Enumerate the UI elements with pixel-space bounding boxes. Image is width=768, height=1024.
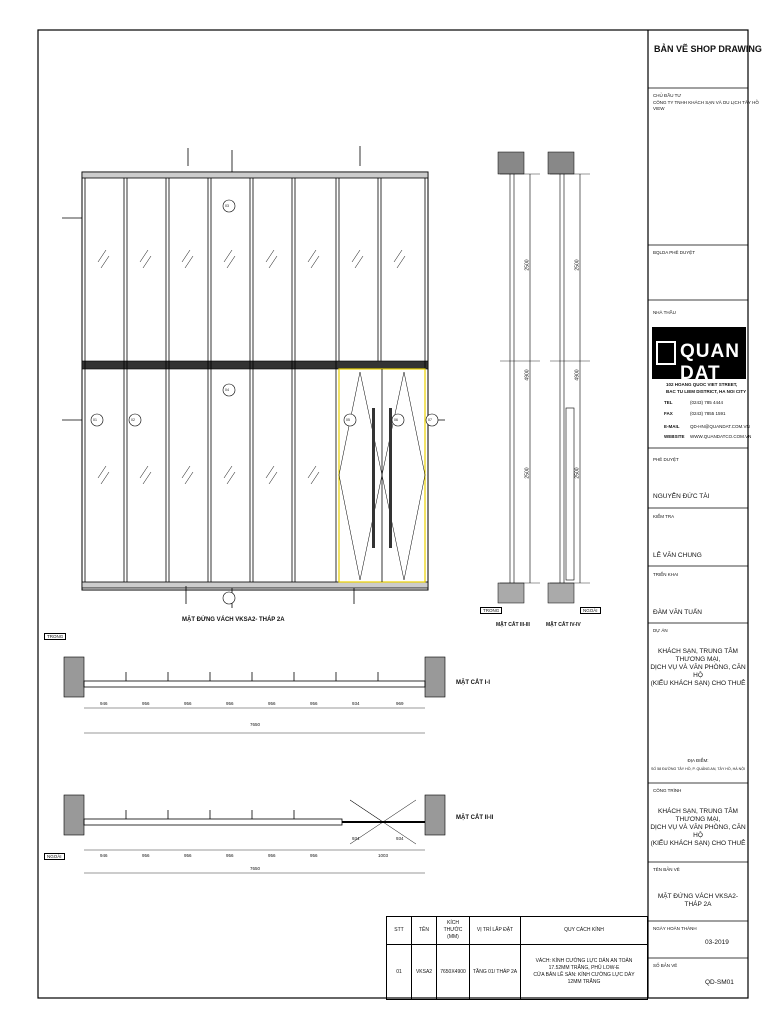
dim-label: 934: [352, 701, 360, 706]
contact-value: WWW.QUANDATCO.COM.VN: [690, 434, 752, 439]
date-label: NGÀY HOÀN THÀNH: [653, 926, 697, 931]
logo-mark-icon: [656, 341, 676, 365]
table-cell-spec: VÁCH: KÍNH CƯỜNG LỰC DÁN AN TOÀN 17.52MM…: [520, 944, 648, 1000]
dim-label: 4900: [574, 369, 581, 381]
works-name: KHÁCH SẠN, TRUNG TÂM THƯƠNG MẠI, DỊCH VỤ…: [650, 808, 746, 847]
contact-value: (0243) 7855 1591: [690, 411, 726, 416]
investor-label: CHỦ ĐẦU TƯ: [653, 93, 682, 98]
section-4-title: MẶT CẮT IV-IV: [546, 622, 581, 628]
number-value: QD-SM01: [705, 979, 734, 986]
dim-label: 956: [226, 853, 234, 858]
approval-label: BQLDA PHÊ DUYỆT: [653, 250, 696, 255]
marker-label: 04: [225, 388, 229, 392]
sheet-name-label: TÊN BẢN VẼ: [653, 867, 680, 872]
contact-value: (0243) 785 4444: [690, 400, 724, 405]
marker-label: 02: [131, 418, 135, 422]
glass-schedule-table: STT TÊN KÍCH THƯỚC (MM) VỊ TRÍ LẮP ĐẶT Q…: [386, 916, 648, 1000]
project-name: KHÁCH SẠN, TRUNG TÂM THƯƠNG MẠI, DỊCH VỤ…: [650, 648, 746, 687]
dim-label: 956: [268, 701, 276, 706]
table-header: KÍCH THƯỚC (MM): [436, 916, 470, 945]
section-views: [497, 151, 590, 604]
plan-section-1: [63, 656, 446, 734]
dim-total: 7650: [250, 866, 261, 871]
marker-label: 03: [225, 204, 229, 208]
marker-label: 01: [93, 418, 97, 422]
contact-key: E-MAIL: [664, 424, 680, 429]
contractor-label: NHÀ THẦU: [653, 310, 676, 315]
contractor-logo: QUAN DAT: [652, 327, 746, 384]
table-cell: 7650X4900: [436, 944, 470, 1000]
contact-key: WEBSITE: [664, 434, 685, 439]
logo-text: QUAN DAT: [680, 341, 740, 384]
section-1-title: MẶT CẮT I-I: [456, 680, 490, 686]
inside-tag-plan: TRONG: [44, 633, 67, 640]
marker-label: 06: [394, 418, 398, 422]
dim-label: 4900: [524, 369, 531, 381]
dim-label: 956: [142, 853, 150, 858]
dim-label: 934: [352, 836, 360, 841]
table-cell: TẦNG 01/ THÁP 2A: [469, 944, 521, 1000]
checked-name: LÊ VĂN CHUNG: [653, 552, 702, 559]
dim-label: 2500: [574, 467, 581, 479]
dim-label: 934: [396, 836, 404, 841]
table-cell: VKSA2: [411, 944, 437, 1000]
drawing-type: BẢN VẼ SHOP DRAWING: [654, 44, 762, 54]
contractor-address-2: BAC TU LIEM DISTRICT, HA NOI CITY: [666, 389, 747, 394]
section-3-title: MẶT CẮT III-III: [496, 622, 530, 628]
dim-label: 956: [142, 701, 150, 706]
date-value: 03-2019: [705, 939, 729, 946]
plan-section-2: [63, 794, 446, 874]
marker-label: 07: [428, 418, 432, 422]
table-header: STT: [386, 916, 412, 945]
dim-label: 2500: [574, 259, 581, 271]
dim-label: 956: [184, 701, 192, 706]
dim-label: 969: [396, 701, 404, 706]
dim-label: 956: [310, 853, 318, 858]
location-value: SỐ 58 ĐƯỜNG TÂY HỒ, P. QUẢNG AN, TÂY HỒ,…: [650, 767, 746, 771]
door-leaves: [338, 368, 426, 583]
outside-tag: NGOÀI: [580, 607, 601, 614]
title-block-grid: [648, 87, 748, 959]
approved-label: PHÊ DUYỆT: [653, 457, 679, 462]
elevation-view: [62, 146, 445, 608]
works-label: CÔNG TRÌNH: [653, 788, 682, 793]
dim-label: 1003: [378, 853, 389, 858]
dim-label: 946: [100, 701, 108, 706]
drawn-name: ĐÀM VĂN TUẤN: [653, 609, 702, 616]
dim-label: 956: [184, 853, 192, 858]
contact-key: FAX: [664, 411, 673, 416]
marker-label: 05: [346, 418, 350, 422]
approved-name: NGUYỄN ĐỨC TÀI: [653, 493, 710, 500]
dim-total: 7650: [250, 722, 261, 727]
contact-value: QD-HN@QUANDAT.COM.VN: [690, 424, 750, 429]
table-header: QUY CÁCH KÍNH: [520, 916, 648, 945]
location-label: ĐỊA ĐIỂM:: [687, 758, 709, 763]
dim-label: 2500: [524, 259, 531, 271]
dim-label: 946: [100, 853, 108, 858]
number-label: SỐ BẢN VẼ: [653, 963, 678, 968]
elevation-title: MẶT ĐỨNG VÁCH VKSA2- THÁP 2A: [182, 617, 285, 623]
sheet-name: MẶT ĐỨNG VÁCH VKSA2- THÁP 2A: [657, 893, 739, 908]
table-header-row: STT TÊN KÍCH THƯỚC (MM) VỊ TRÍ LẮP ĐẶT Q…: [386, 916, 648, 945]
dim-label: 956: [268, 853, 276, 858]
table-row: 01 VKSA2 7650X4900 TẦNG 01/ THÁP 2A VÁCH…: [386, 944, 648, 1000]
dim-label: 2500: [524, 467, 531, 479]
contractor-address-1: 102 HOANG QUOC VIET STREET,: [666, 382, 738, 387]
dim-label: 956: [226, 701, 234, 706]
checked-label: KIỂM TRA: [653, 514, 675, 519]
project-label: DỰ ÁN: [653, 628, 668, 633]
investor-name: CÔNG TY TNHH KHÁCH SẠN VÀ DU LỊCH TÂY HỒ…: [653, 100, 759, 111]
drawn-label: TRIỂN KHAI: [653, 572, 679, 577]
table-header: VỊ TRÍ LẮP ĐẶT: [469, 916, 521, 945]
section-2-title: MẶT CẮT II-II: [456, 815, 494, 821]
dim-label: 956: [310, 701, 318, 706]
table-cell: 01: [386, 944, 412, 1000]
contact-key: TEL: [664, 400, 673, 405]
table-header: TÊN: [411, 916, 437, 945]
outside-tag-plan: NGOÀI: [44, 853, 65, 860]
inside-tag: TRONG: [480, 607, 503, 614]
